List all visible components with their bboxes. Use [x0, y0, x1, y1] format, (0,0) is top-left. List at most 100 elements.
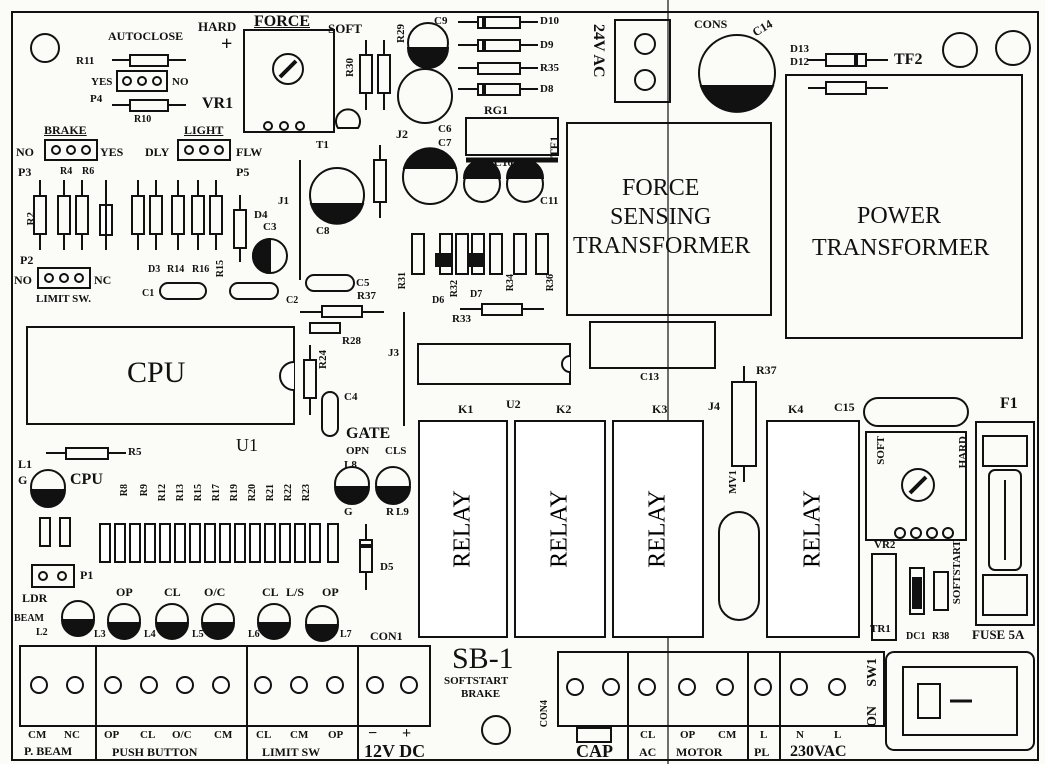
d9-label: D9	[540, 39, 554, 51]
vr2-label: VR2	[874, 539, 896, 551]
led-ref-r12: R12	[157, 484, 168, 502]
force-transformer-line2: SENSING	[610, 204, 712, 230]
d6-label: D6	[432, 295, 445, 306]
c10-label: C10	[494, 157, 513, 169]
cpu-led-label: CPU	[70, 471, 103, 488]
terminal-push-cl[interactable]	[140, 676, 158, 694]
p3-label: P3	[18, 165, 32, 179]
board-subtitle-1: SOFTSTART	[444, 675, 509, 687]
c11-label: C11	[540, 195, 559, 207]
r38-label: R38	[932, 631, 950, 642]
mains-group-label: 230VAC	[790, 743, 847, 760]
k3-label: K3	[652, 402, 668, 416]
r10-label: R10	[134, 114, 152, 125]
mains-l-label: L	[834, 729, 842, 741]
terminal-push-cm[interactable]	[212, 676, 230, 694]
c6-label: C6	[438, 123, 452, 135]
p3-no-label: NO	[16, 145, 34, 159]
p4-yes-label: YES	[91, 76, 113, 88]
f1-label: F1	[1000, 395, 1018, 412]
terminal-motor-op[interactable]	[678, 678, 696, 696]
led-ls-label: L/S	[286, 585, 305, 599]
terminal-limit-op[interactable]	[326, 676, 344, 694]
p1-label: P1	[80, 568, 94, 582]
softstart-label: SOFTSTART	[951, 540, 963, 605]
relay-label: RELAY	[449, 490, 476, 568]
r29-label: R29	[395, 24, 407, 43]
l9-label: L9	[396, 506, 409, 518]
mounting-hole-top-right-2	[995, 30, 1031, 66]
terminal-ac-cl[interactable]	[638, 678, 656, 696]
led-ref-r17: R17	[211, 484, 222, 502]
c3-label: C3	[263, 221, 277, 233]
mounting-hole-bottom	[481, 715, 511, 745]
limit-cl-label: CL	[256, 729, 272, 741]
p5-label: P5	[236, 165, 250, 179]
terminal-pl-l[interactable]	[754, 678, 772, 696]
terminal-mains-n[interactable]	[790, 678, 808, 696]
ac-group-label: AC	[639, 745, 657, 759]
terminal-cap-1[interactable]	[566, 678, 584, 696]
force-sensing-transformer	[566, 122, 772, 316]
terminal-limit-cl[interactable]	[254, 676, 272, 694]
force-label: FORCE	[254, 13, 310, 30]
force-transformer-line3: TRANSFORMER	[573, 233, 751, 259]
r37-right-label: R37	[756, 363, 777, 377]
r28-label: R28	[342, 335, 361, 347]
push-oc-label: O/C	[172, 729, 192, 741]
hard-label: HARD	[198, 19, 237, 34]
gate-r-label: R	[386, 506, 394, 518]
terminal-cap-2[interactable]	[602, 678, 620, 696]
gate-g-label: G	[344, 506, 353, 518]
led-cl-label: CL	[164, 585, 181, 599]
r34-label: R34	[505, 274, 516, 292]
led-ref-r15: R15	[193, 484, 204, 502]
vr2-soft-label: SOFT	[875, 436, 887, 465]
terminal-limit-cm[interactable]	[290, 676, 308, 694]
mounting-hole-top-left	[30, 33, 60, 63]
terminal-motor-cm[interactable]	[716, 678, 734, 696]
terminal-push-oc[interactable]	[176, 676, 194, 694]
j3-label: J3	[388, 347, 399, 359]
motor-op-label: OP	[680, 729, 696, 741]
cap-label: CAP	[576, 741, 613, 761]
r6-label: R6	[82, 166, 95, 177]
dc-group-label: 12V DC	[364, 741, 426, 761]
led-ref-r9: R9	[139, 484, 150, 497]
sw1-label: SW1	[865, 658, 880, 687]
mains-n-label: N	[796, 729, 804, 741]
c2-label: C2	[286, 295, 299, 306]
pl-group-label: PL	[754, 745, 770, 759]
led-ref-r21: R21	[265, 484, 276, 502]
terminal-pbeam-nc[interactable]	[66, 676, 84, 694]
d7-label: D7	[470, 289, 483, 300]
dc-minus-label: −	[368, 725, 378, 742]
c9-label: C9	[434, 15, 448, 27]
r11-label: R11	[76, 55, 95, 67]
c15-label: C15	[834, 400, 855, 414]
terminal-dc-plus[interactable]	[400, 676, 418, 694]
cpu-label: CPU	[127, 356, 186, 389]
dly-label: DLY	[145, 145, 170, 159]
terminal-mains-l[interactable]	[828, 678, 846, 696]
terminal-dc-minus[interactable]	[366, 676, 384, 694]
terminal-pbeam-cm[interactable]	[30, 676, 48, 694]
r14-label: R14	[167, 264, 185, 275]
led-ref-r20: R20	[247, 484, 258, 502]
limit-sw-label: LIMIT SW.	[36, 293, 92, 305]
c1-label: C1	[142, 288, 155, 299]
l1-label: L1	[18, 457, 33, 471]
limit-group-label: LIMIT SW	[262, 745, 321, 759]
r5-label: R5	[128, 446, 142, 458]
r2-label: R2	[25, 212, 37, 226]
d4-label: D4	[254, 209, 268, 221]
d8-label: D8	[540, 83, 554, 95]
beam-label: BEAM	[14, 613, 44, 624]
r15-label: R15	[215, 260, 226, 278]
relay-k3: RELAY	[612, 420, 704, 638]
c4-label: C4	[344, 391, 358, 403]
terminal-push-op[interactable]	[104, 676, 122, 694]
mounting-hole-top-right-1	[942, 32, 978, 68]
board-subtitle-2: BRAKE	[461, 688, 501, 700]
vr1-label: VR1	[202, 95, 234, 112]
